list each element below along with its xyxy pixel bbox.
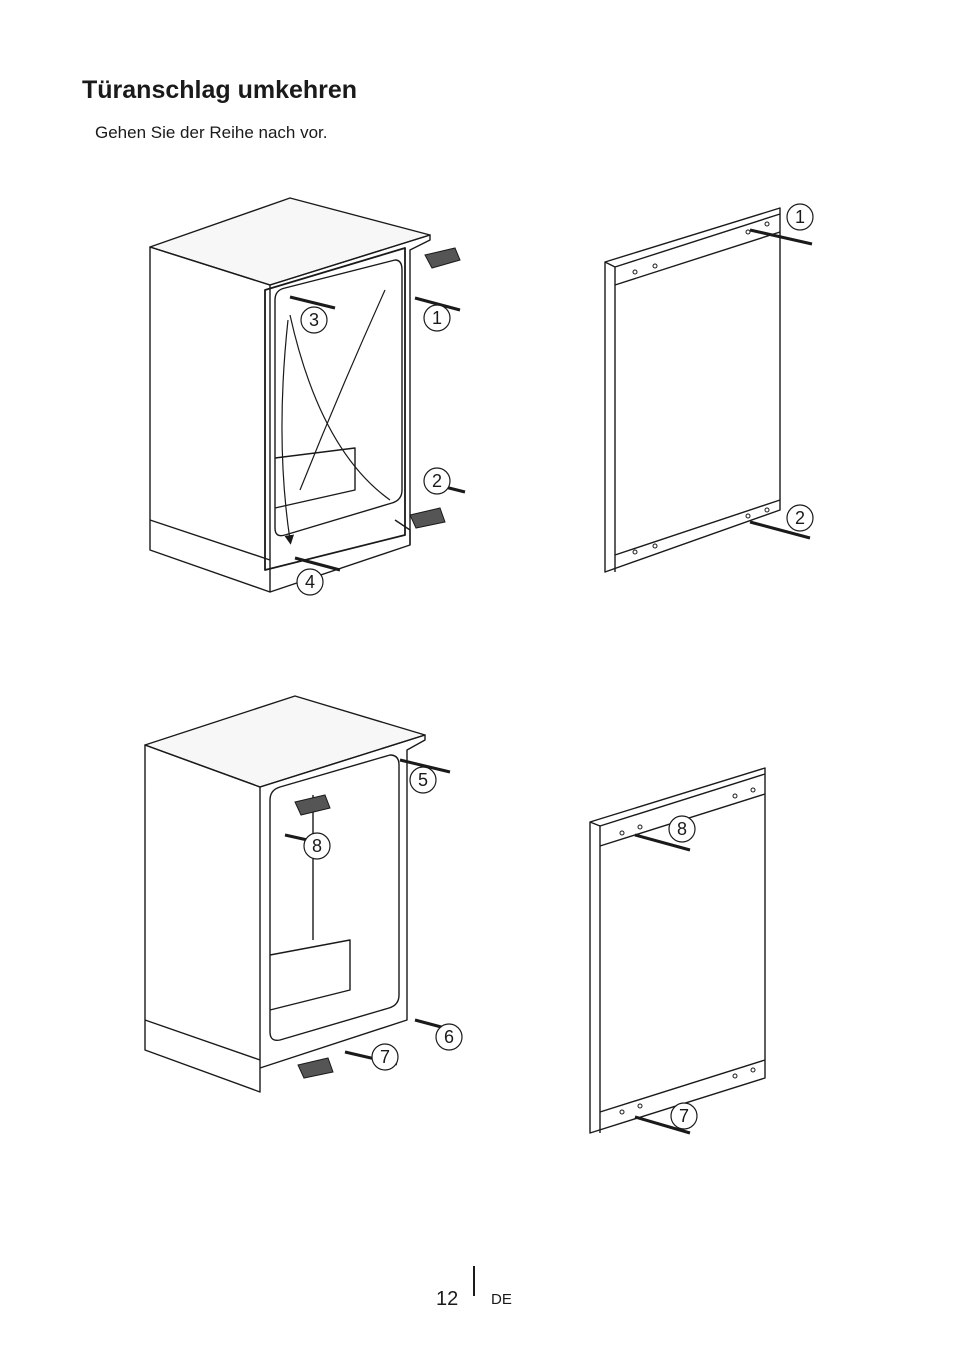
step-label: 7 bbox=[380, 1047, 390, 1067]
step-label: 6 bbox=[444, 1027, 454, 1047]
step-label: 8 bbox=[312, 836, 322, 856]
step-label: 2 bbox=[795, 508, 805, 528]
step-label: 1 bbox=[432, 308, 442, 328]
figure-door-steps-8-7: 8 7 bbox=[589, 767, 766, 1135]
page-number: 12 bbox=[436, 1288, 459, 1310]
figure-door-steps-1-2: 1 2 bbox=[604, 203, 814, 573]
step-label: 3 bbox=[309, 310, 319, 330]
page-title: Türanschlag umkehren bbox=[82, 76, 358, 104]
language-code: DE bbox=[491, 1291, 512, 1308]
step-label: 5 bbox=[418, 770, 428, 790]
instruction-text: Gehen Sie der Reihe nach vor. bbox=[95, 123, 328, 142]
footer-divider bbox=[473, 1266, 475, 1296]
figure-cabinet-steps-1-4: 1 2 3 4 bbox=[149, 197, 466, 596]
step-label: 8 bbox=[677, 819, 687, 839]
figure-cabinet-steps-5-8: 5 6 7 8 bbox=[144, 695, 463, 1093]
step-label: 7 bbox=[679, 1106, 689, 1126]
step-label: 1 bbox=[795, 207, 805, 227]
step-label: 2 bbox=[432, 471, 442, 491]
step-label: 4 bbox=[305, 572, 315, 592]
